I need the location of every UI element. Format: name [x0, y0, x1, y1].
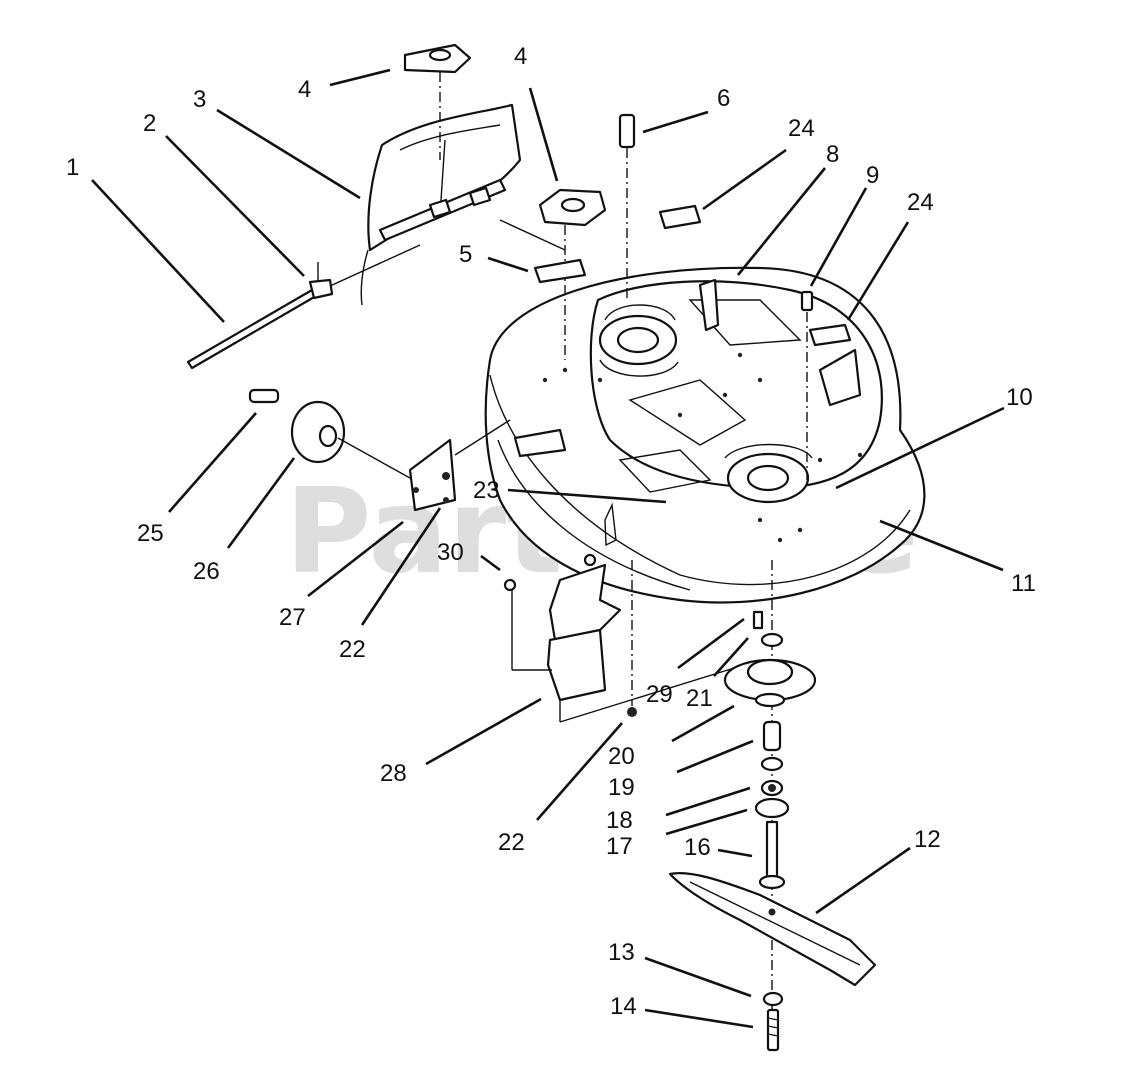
callout-24b: 24: [907, 189, 934, 216]
callout-22b: 22: [498, 829, 525, 856]
callout-2: 2: [143, 110, 156, 137]
callout-13: 13: [608, 939, 635, 966]
callout-5: 5: [459, 241, 472, 268]
pins: [618, 113, 814, 480]
callout-24a: 24: [788, 115, 815, 142]
callout-18: 18: [606, 807, 633, 834]
deck-housing: [484, 266, 926, 604]
callout-16: 16: [684, 834, 711, 861]
callout-27: 27: [279, 604, 306, 631]
mower-blade: [668, 872, 877, 987]
bracket-assembly: [503, 553, 761, 723]
spindle-stack: [723, 560, 817, 1040]
decals: [499, 204, 852, 347]
callout-20: 20: [608, 743, 635, 770]
callout-9: 9: [866, 162, 879, 189]
callout-labels: 1 2 3 4 4 5 6 24 8 9 24 10 23 11 25 26 2…: [66, 43, 1036, 1020]
blade-bolt: [762, 991, 784, 1052]
gauge-wheel-assembly: [248, 388, 511, 512]
parts-drawing: [186, 43, 926, 1052]
callout-8: 8: [826, 141, 839, 168]
callout-14: 14: [610, 993, 637, 1020]
callout-4a: 4: [298, 76, 311, 103]
chute-rod: [186, 244, 421, 370]
callout-22a: 22: [339, 636, 366, 663]
callout-25: 25: [137, 520, 164, 547]
callout-23: 23: [473, 477, 500, 504]
callout-29: 29: [646, 681, 673, 708]
callout-12: 12: [914, 826, 941, 853]
callout-26: 26: [193, 558, 220, 585]
leader-lines: [91, 68, 1005, 1029]
callout-21: 21: [686, 685, 713, 712]
callout-3: 3: [193, 86, 206, 113]
callout-11: 11: [1011, 570, 1036, 597]
callout-19: 19: [608, 774, 635, 801]
callout-1: 1: [66, 154, 79, 181]
callout-6: 6: [717, 85, 730, 112]
bumper-pads: [403, 43, 607, 360]
callout-17: 17: [606, 833, 633, 860]
callout-4b: 4: [514, 43, 527, 70]
callout-30: 30: [437, 539, 464, 566]
discharge-chute: [360, 103, 522, 306]
callout-10: 10: [1006, 384, 1033, 411]
fasteners: [442, 472, 764, 717]
callout-28: 28: [380, 760, 407, 787]
